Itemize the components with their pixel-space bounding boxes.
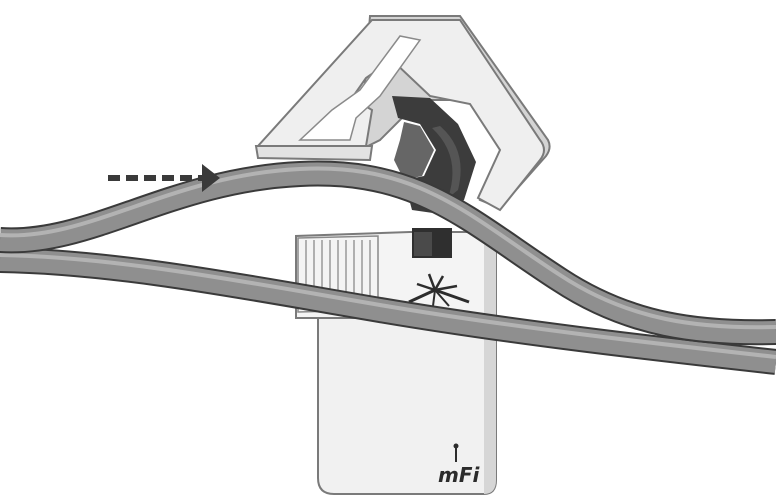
mfi-antenna-dot (454, 444, 459, 449)
mfi-logo-text: mFi (438, 463, 481, 487)
clamp-jaw-lip (256, 146, 372, 160)
sensor-body (296, 228, 496, 494)
sensor-housing-side-shade (484, 232, 496, 494)
latch-block-highlight (414, 232, 432, 256)
dashed-right-arrow-icon (108, 164, 220, 192)
